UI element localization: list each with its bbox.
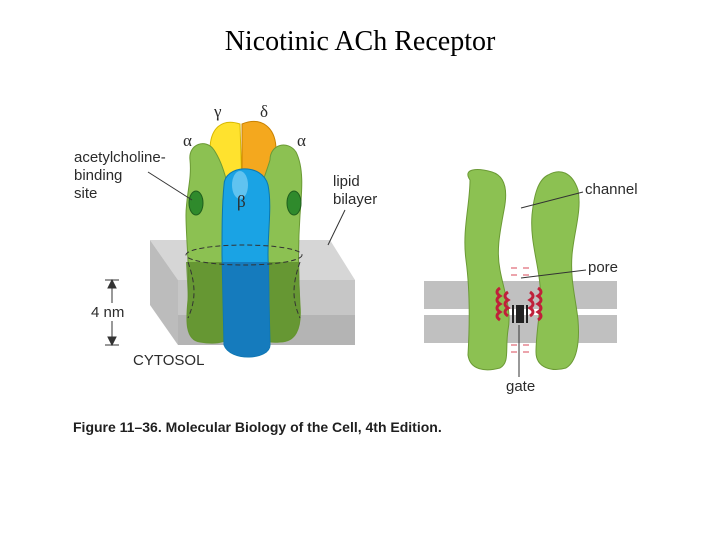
pore-outline <box>185 244 303 266</box>
cytosol-label: CYTOSOL <box>133 352 204 369</box>
lipid-leader <box>327 209 346 246</box>
lipid-label-1: lipid <box>333 173 360 190</box>
thickness-label: 4 nm <box>91 304 124 321</box>
pore-label: pore <box>588 259 618 276</box>
ach-site-leader <box>147 171 193 201</box>
channel-wall-left <box>464 169 510 371</box>
figure-caption: Figure 11–36. Molecular Biology of the C… <box>73 419 442 435</box>
membrane-cross-section <box>424 281 617 343</box>
gamma-label: γ <box>213 102 222 121</box>
pore-leader <box>520 269 587 279</box>
beta-membrane-part <box>222 262 270 358</box>
ach-site-label-2: binding <box>74 167 122 184</box>
channel-label: channel <box>585 181 638 198</box>
alpha-left-membrane-part <box>186 262 232 344</box>
gate-residues-right <box>527 286 543 322</box>
lipid-label-2: bilayer <box>333 191 377 208</box>
binding-site-right <box>286 190 302 216</box>
binding-site-left <box>188 190 204 216</box>
beta-label: β <box>237 192 246 211</box>
channel-wall-right <box>531 171 580 370</box>
pore-dash-left <box>187 261 195 319</box>
channel-leader <box>520 191 584 209</box>
delta-label: δ <box>260 102 268 121</box>
ach-site-label-3: site <box>74 185 97 202</box>
pore-dash-right <box>293 261 301 319</box>
alpha-right-label: α <box>297 131 306 150</box>
page-title: Nicotinic ACh Receptor <box>224 26 496 57</box>
gate-residues-left <box>495 286 511 322</box>
gate-label: gate <box>506 378 535 395</box>
scale-bar <box>105 278 119 347</box>
pore-charges <box>511 267 529 353</box>
beta-highlight <box>232 171 248 199</box>
ach-site-label-1: acetylcholine- <box>74 149 166 166</box>
gate-block <box>516 305 524 323</box>
alpha-left-label: α <box>183 131 192 150</box>
